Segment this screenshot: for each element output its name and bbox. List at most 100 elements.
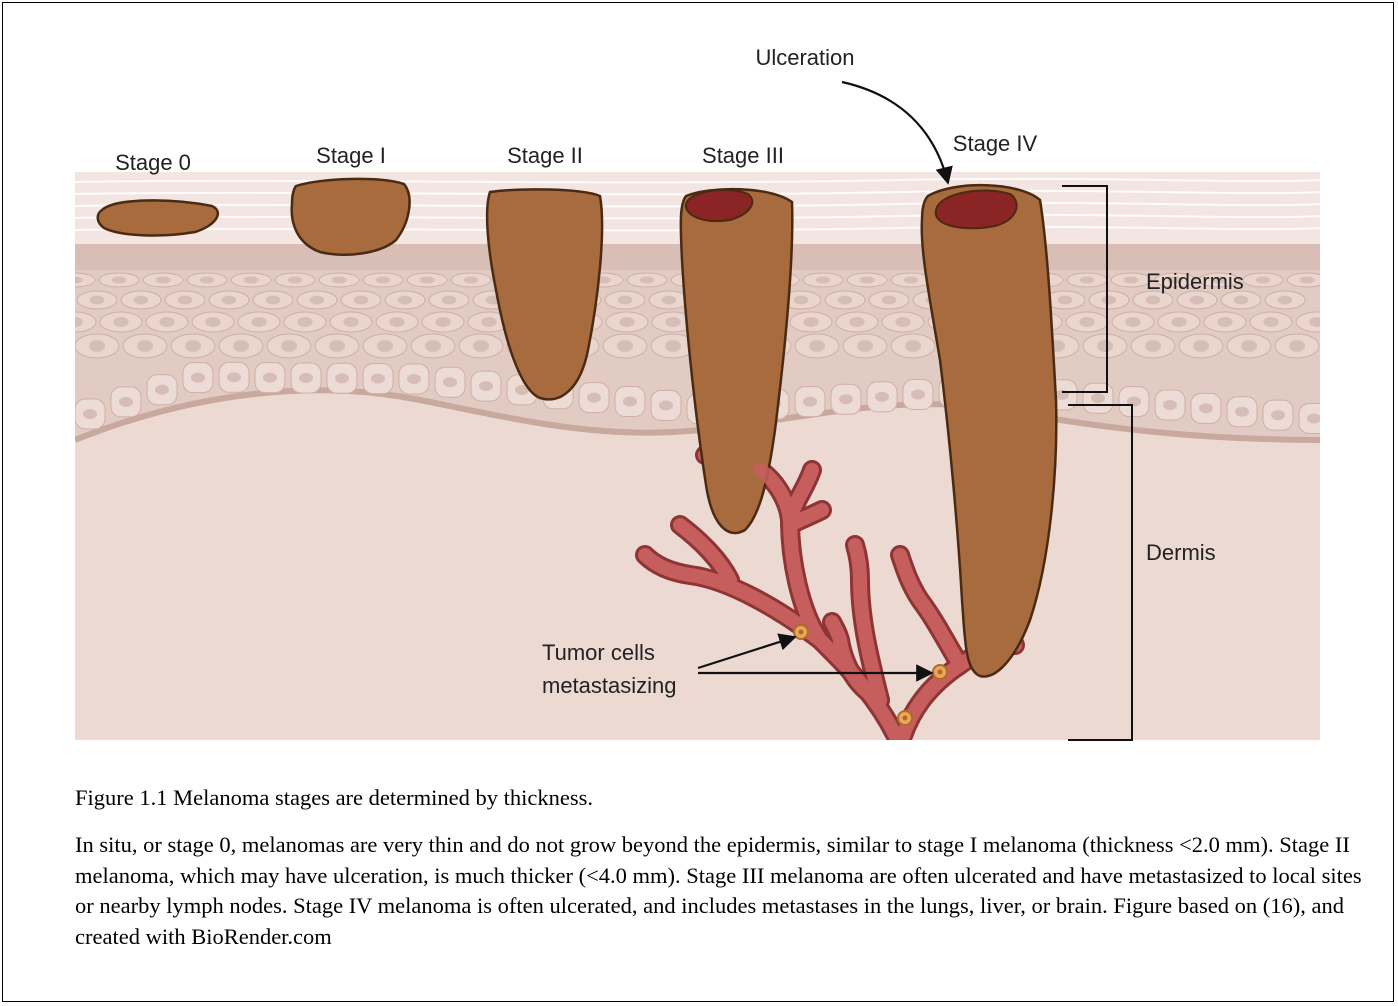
- cell-nucleus: [1271, 410, 1285, 420]
- cell-nucleus: [1263, 317, 1278, 327]
- cell-nucleus: [857, 340, 873, 352]
- tumor-stage-1: [292, 179, 410, 255]
- cell-nucleus: [838, 296, 853, 305]
- cell-nucleus: [895, 317, 910, 327]
- cell-nucleus: [67, 317, 82, 327]
- cell-nucleus: [310, 296, 325, 305]
- cell-nucleus: [335, 373, 349, 383]
- cell-nucleus: [803, 397, 817, 407]
- cell-nucleus: [905, 340, 921, 352]
- cell-nucleus: [1097, 340, 1113, 352]
- cell-nucleus: [1235, 407, 1249, 417]
- cell-nucleus: [1163, 400, 1177, 410]
- cell-nucleus: [134, 296, 149, 305]
- cell-nucleus: [1125, 317, 1140, 327]
- cell-nucleus: [619, 317, 634, 327]
- stage-0-label: Stage 0: [115, 150, 191, 175]
- cell-nucleus: [263, 373, 277, 383]
- cell-nucleus: [1146, 296, 1161, 305]
- epidermis-label: Epidermis: [1146, 269, 1244, 294]
- figure-caption-title: Figure 1.1 Melanoma stages are determine…: [75, 783, 1355, 813]
- cell-nucleus: [329, 340, 345, 352]
- melanoma-stage-illustration: Stage 0 Stage I Stage II Stage III Stage…: [0, 0, 1398, 780]
- cell-nucleus: [389, 317, 404, 327]
- cell-nucleus: [662, 296, 677, 305]
- cell-nucleus: [178, 296, 193, 305]
- cell-nucleus: [882, 296, 897, 305]
- cell-nucleus: [420, 277, 435, 284]
- cell-nucleus: [1193, 340, 1209, 352]
- cell-nucleus: [1241, 340, 1257, 352]
- cell-nucleus: [1102, 296, 1117, 305]
- cell-nucleus: [1190, 296, 1205, 305]
- cell-nucleus: [803, 317, 818, 327]
- cell-nucleus: [377, 340, 393, 352]
- cell-nucleus: [481, 317, 496, 327]
- ulceration-arrow: [842, 82, 948, 183]
- cell-nucleus: [266, 296, 281, 305]
- cell-nucleus: [665, 317, 680, 327]
- cell-nucleus: [849, 317, 864, 327]
- cell-nucleus: [68, 277, 83, 284]
- cell-nucleus: [200, 277, 215, 284]
- cell-nucleus: [794, 296, 809, 305]
- cell-nucleus: [911, 389, 925, 399]
- cell-nucleus: [435, 317, 450, 327]
- cell-nucleus: [1124, 277, 1139, 284]
- cell-nucleus: [443, 377, 457, 387]
- cell-nucleus: [1289, 340, 1305, 352]
- cell-nucleus: [191, 373, 205, 383]
- cell-nucleus: [839, 394, 853, 404]
- cell-nucleus: [875, 392, 889, 402]
- cell-nucleus: [89, 340, 105, 352]
- cell-nucleus: [587, 393, 601, 403]
- cell-nucleus: [640, 277, 655, 284]
- cell-nucleus: [376, 277, 391, 284]
- cell-nucleus: [1307, 413, 1321, 423]
- cell-nucleus: [1309, 317, 1324, 327]
- cell-nucleus: [159, 317, 174, 327]
- cell-nucleus: [354, 296, 369, 305]
- cell-nucleus: [659, 400, 673, 410]
- cell-nucleus: [425, 340, 441, 352]
- cell-nucleus: [185, 340, 201, 352]
- cell-nucleus: [343, 317, 358, 327]
- cell-nucleus: [299, 373, 313, 383]
- stage-1-label: Stage I: [316, 143, 386, 168]
- cell-nucleus: [233, 340, 249, 352]
- cell-nucleus: [83, 409, 97, 419]
- cell-nucleus: [332, 277, 347, 284]
- dermis-label: Dermis: [1146, 540, 1216, 565]
- cell-nucleus: [904, 277, 919, 284]
- cell-nucleus: [398, 296, 413, 305]
- cell-nucleus: [1080, 277, 1095, 284]
- cell-nucleus: [288, 277, 303, 284]
- cell-nucleus: [297, 317, 312, 327]
- cell-nucleus: [809, 340, 825, 352]
- cell-nucleus: [665, 340, 681, 352]
- cell-nucleus: [618, 296, 633, 305]
- cell-nucleus: [112, 277, 127, 284]
- cell-nucleus: [1145, 340, 1161, 352]
- cell-nucleus: [860, 277, 875, 284]
- cell-nucleus: [1091, 393, 1105, 403]
- cell-nucleus: [281, 340, 297, 352]
- cell-nucleus: [623, 397, 637, 407]
- cell-nucleus: [137, 340, 153, 352]
- cell-nucleus: [155, 385, 169, 395]
- cell-nucleus: [1256, 277, 1271, 284]
- cell-nucleus: [1058, 296, 1073, 305]
- cell-nucleus: [156, 277, 171, 284]
- tumor-stage-0: [98, 200, 218, 235]
- cell-nucleus: [1217, 317, 1232, 327]
- stage-4-label: Stage IV: [953, 131, 1038, 156]
- cell-nucleus: [1234, 296, 1249, 305]
- cell-nucleus: [251, 317, 266, 327]
- cell-nucleus: [816, 277, 831, 284]
- cell-nucleus: [119, 397, 133, 407]
- stage-3-label: Stage III: [702, 143, 784, 168]
- cell-nucleus: [205, 317, 220, 327]
- cell-nucleus: [1171, 317, 1186, 327]
- cell-nucleus: [617, 340, 633, 352]
- cell-nucleus: [407, 374, 421, 384]
